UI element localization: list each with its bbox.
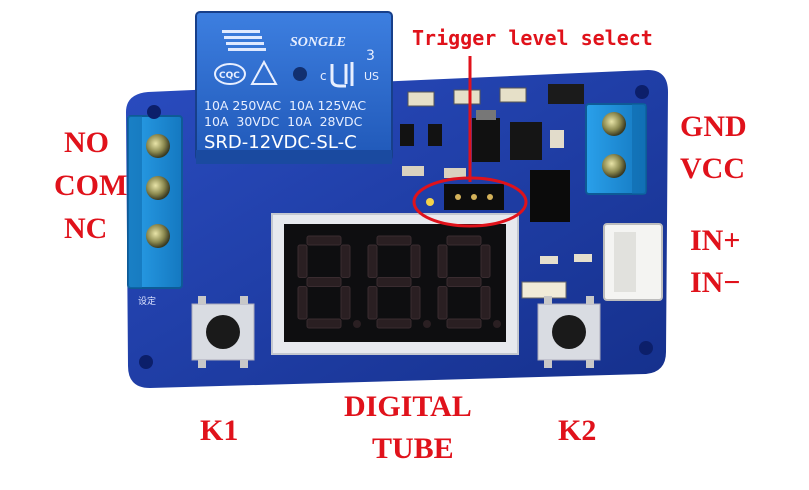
cqc-mark-icon: CQC — [214, 63, 246, 85]
in-minus-label: IN− — [690, 266, 741, 299]
relay-rating-line-1: 10A 250VAC 10A 125VAC — [204, 98, 366, 113]
k2-label: K2 — [558, 414, 597, 447]
display-segment — [446, 235, 482, 246]
in-plus-label: IN+ — [690, 224, 741, 257]
display-digits — [297, 235, 501, 329]
mount-hole — [147, 105, 161, 119]
songle-logo-icon — [222, 30, 266, 51]
relay-cqc: CQC — [219, 71, 240, 81]
mount-hole — [139, 355, 153, 369]
display-segment — [297, 244, 308, 278]
display-segment — [437, 286, 448, 320]
terminal-screw-com — [146, 176, 170, 200]
terminal-screw-vcc — [602, 154, 626, 178]
display-segment — [340, 244, 351, 278]
signal-input-connector — [603, 223, 663, 301]
digital-tube-display — [271, 213, 519, 355]
gnd-label: GND — [680, 110, 747, 143]
smd-components — [400, 84, 592, 299]
trigger-jumper — [444, 170, 570, 222]
trigger-level-label: Trigger level select — [412, 26, 653, 50]
relay-model: SRD-12VDC-SL-C — [204, 132, 357, 153]
no-label: NO — [64, 126, 109, 159]
relay-ul-number: 3 — [366, 48, 375, 64]
nc-label: NC — [64, 212, 108, 245]
display-decimal-point — [423, 320, 431, 328]
display-segment — [410, 244, 421, 278]
display-segment — [480, 286, 491, 320]
display-segment — [367, 286, 378, 320]
display-segment — [376, 277, 412, 287]
terminal-screw-no — [146, 134, 170, 158]
k1-label: K1 — [200, 414, 239, 447]
display-segment — [306, 235, 342, 246]
relay-ce: c — [320, 69, 327, 83]
ul-mark-icon: c — [293, 62, 354, 88]
k1-button[interactable] — [191, 296, 255, 368]
mount-hole — [639, 341, 653, 355]
digital-label: DIGITAL — [344, 390, 472, 423]
mount-hole — [635, 85, 649, 99]
relay-rating-line-2: 10A 30VDC 10A 28VDC — [204, 114, 363, 129]
relay-ul-us: US — [364, 70, 379, 83]
display-decimal-point — [493, 320, 501, 328]
display-segment — [437, 244, 448, 278]
k2-button[interactable] — [537, 296, 601, 368]
warning-triangle-icon — [250, 59, 278, 85]
display-segment — [410, 286, 421, 320]
display-segment — [446, 277, 482, 287]
output-terminal-block — [127, 115, 183, 289]
display-segment — [376, 318, 412, 329]
terminal-screw-gnd — [602, 112, 626, 136]
vcc-label: VCC — [680, 152, 745, 185]
display-digit — [367, 235, 431, 329]
display-segment — [480, 244, 491, 278]
relay-brand: SONGLE — [290, 35, 346, 50]
display-decimal-point — [353, 320, 361, 328]
k1-silkscreen: 设定 — [138, 295, 156, 307]
display-segment — [306, 277, 342, 287]
display-digit — [297, 235, 361, 329]
terminal-screw-nc — [146, 224, 170, 248]
com-label: COM — [54, 169, 128, 202]
relay: SONGLE 3 US CQC c 10A 250VAC 10A 125VAC … — [195, 11, 393, 164]
display-segment — [376, 235, 412, 246]
display-segment — [306, 318, 342, 329]
tube-label: TUBE — [372, 432, 454, 465]
display-segment — [367, 244, 378, 278]
display-segment — [297, 286, 308, 320]
display-digit — [437, 235, 501, 329]
power-terminal-block — [585, 103, 647, 195]
display-segment — [340, 286, 351, 320]
display-segment — [446, 318, 482, 329]
